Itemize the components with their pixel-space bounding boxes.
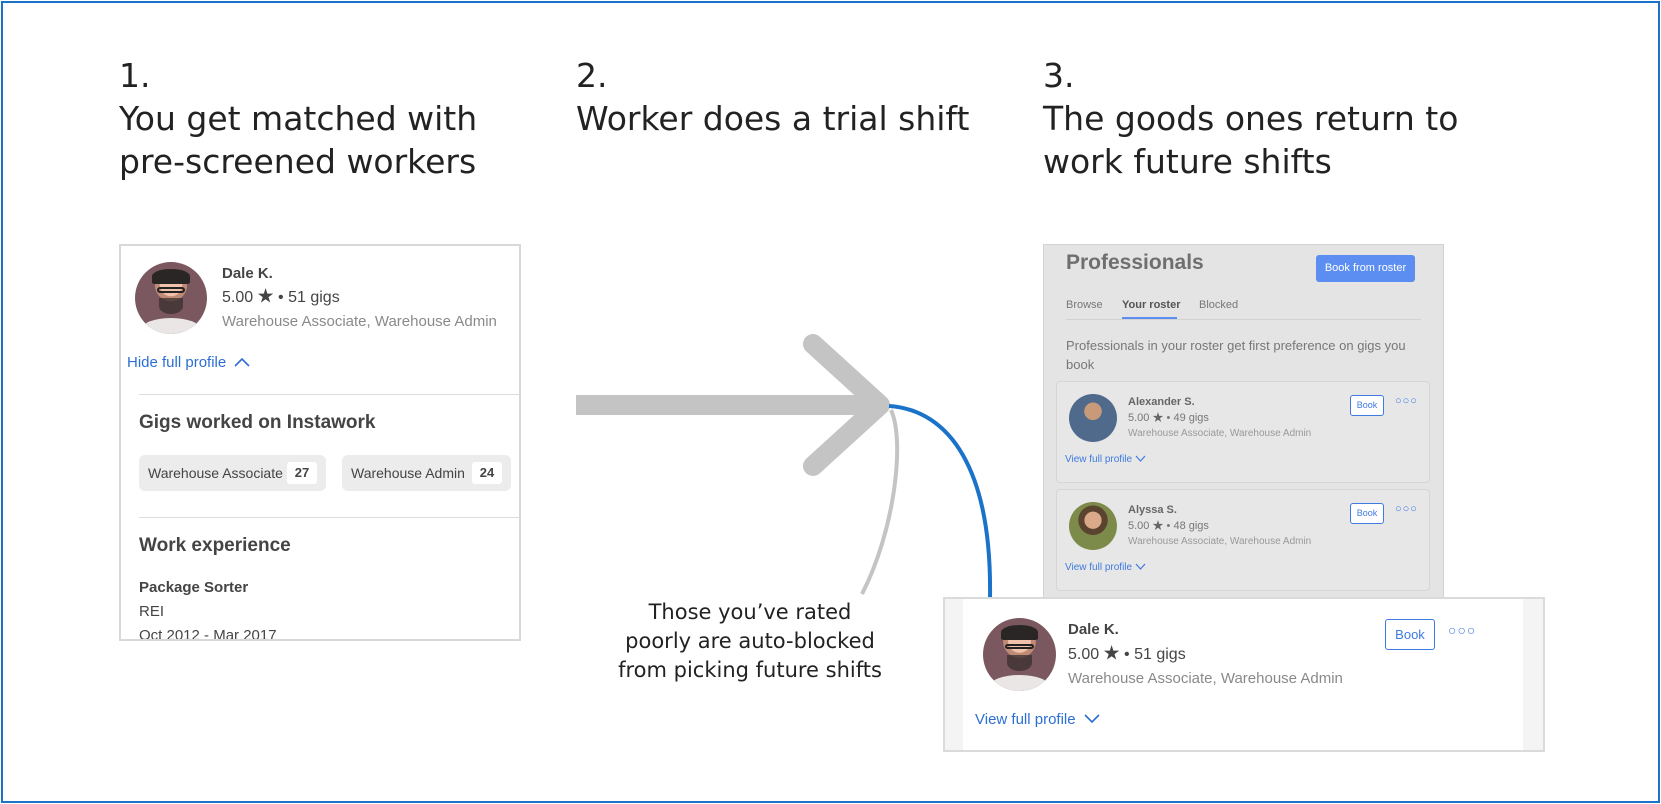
list-item: Alyssa S. 5.00 • 48 gigs Warehouse Assoc…	[1056, 489, 1430, 591]
list-item: Alexander S. 5.00 • 49 gigs Warehouse As…	[1056, 381, 1430, 483]
worker-roles: Warehouse Associate, Warehouse Admin	[222, 313, 497, 330]
gig-chip: Warehouse Admin 24	[342, 455, 511, 491]
gig-count: • 48 gigs	[1166, 520, 1209, 532]
gig-chip: Warehouse Associate 27	[139, 455, 326, 491]
hide-profile-link[interactable]: Hide full profile	[127, 354, 250, 371]
company-name: REI	[139, 603, 165, 620]
divider	[139, 394, 519, 395]
more-options-icon[interactable]: ○○○	[1395, 395, 1418, 407]
step-3-heading: 3. The goods ones return to work future …	[1043, 54, 1458, 183]
tab-blocked[interactable]: Blocked	[1199, 299, 1239, 311]
worker-profile-card: Dale K. 5.00 • 51 gigs Warehouse Associa…	[119, 244, 521, 641]
step-2-heading: 2. Worker does a trial shift	[576, 54, 969, 140]
page-title: Professionals	[1066, 251, 1204, 274]
view-profile-label: View full profile	[1065, 562, 1133, 573]
gig-chip-count: 27	[287, 462, 317, 484]
avatar	[135, 262, 207, 334]
rating-value: 5.00	[1128, 520, 1150, 532]
step-text: You get matched with	[119, 99, 478, 138]
star-icon	[1103, 645, 1120, 660]
step-text: Worker does a trial shift	[576, 99, 970, 138]
gig-count: • 49 gigs	[1166, 412, 1209, 424]
divider	[139, 517, 519, 518]
worker-name: Dale K.	[1068, 621, 1119, 638]
blocked-caption: Those you’ve rated poorly are auto-block…	[590, 598, 910, 685]
roster-description: Professionals in your roster get first p…	[1066, 338, 1406, 353]
roster-description-cont: book	[1066, 357, 1095, 372]
professionals-panel: Professionals Book from roster Browse Yo…	[1043, 244, 1444, 598]
worker-roles: Warehouse Associate, Warehouse Admin	[1068, 670, 1343, 687]
step-text: pre-screened workers	[119, 142, 477, 181]
book-button[interactable]: Book	[1350, 395, 1384, 416]
job-title: Package Sorter	[139, 579, 249, 596]
avatar	[1069, 502, 1117, 550]
caption-line: poorly are auto-blocked	[625, 629, 875, 653]
star-icon	[1152, 520, 1164, 531]
gigs-heading: Gigs worked on Instawork	[139, 412, 376, 433]
gig-chip-label: Warehouse Associate	[148, 465, 283, 481]
gig-chip-count: 24	[472, 462, 502, 484]
tab-browse[interactable]: Browse	[1066, 299, 1103, 311]
rating-value: 5.00	[222, 289, 254, 306]
star-icon	[257, 288, 274, 303]
tabs-divider	[1066, 319, 1421, 320]
step-text: work future shifts	[1043, 142, 1332, 181]
worker-rating: 5.00 • 51 gigs	[1068, 645, 1186, 664]
returning-worker-card: Dale K. 5.00 • 51 gigs Warehouse Associa…	[943, 597, 1545, 752]
more-options-icon[interactable]: ○○○	[1448, 622, 1477, 638]
worker-rating: 5.00 • 49 gigs	[1128, 412, 1209, 424]
view-profile-link[interactable]: View full profile	[975, 711, 1100, 728]
avatar	[983, 618, 1056, 691]
star-icon	[1152, 412, 1164, 423]
avatar	[1069, 394, 1117, 442]
gig-count: • 51 gigs	[278, 289, 340, 306]
chevron-down-icon	[1135, 455, 1146, 462]
step-number: 3.	[1043, 56, 1075, 95]
worker-rating: 5.00 • 48 gigs	[1128, 520, 1209, 532]
gig-chip-label: Warehouse Admin	[351, 465, 465, 481]
job-dates: Oct 2012 - Mar 2017	[139, 627, 277, 641]
rating-value: 5.00	[1128, 412, 1150, 424]
caption-line: Those you’ve rated	[648, 600, 852, 624]
worker-name: Alyssa S.	[1128, 504, 1177, 516]
step-number: 1.	[119, 56, 151, 95]
hide-profile-label: Hide full profile	[127, 354, 227, 371]
step-number: 2.	[576, 56, 608, 95]
chevron-down-icon	[1135, 563, 1146, 570]
rating-value: 5.00	[1068, 646, 1100, 663]
chevron-up-icon	[234, 357, 250, 367]
worker-name: Alexander S.	[1128, 396, 1195, 408]
worker-rating: 5.00 • 51 gigs	[222, 288, 340, 307]
view-profile-link[interactable]: View full profile	[1065, 562, 1146, 573]
caption-line: from picking future shifts	[618, 658, 882, 682]
tab-your-roster[interactable]: Your roster	[1122, 299, 1181, 311]
worker-roles: Warehouse Associate, Warehouse Admin	[1128, 536, 1312, 547]
book-from-roster-button[interactable]: Book from roster	[1316, 255, 1415, 282]
worker-roles: Warehouse Associate, Warehouse Admin	[1128, 428, 1312, 439]
book-button[interactable]: Book	[1350, 503, 1384, 524]
view-profile-link[interactable]: View full profile	[1065, 454, 1146, 465]
more-options-icon[interactable]: ○○○	[1395, 503, 1418, 515]
gig-count: • 51 gigs	[1124, 646, 1186, 663]
worker-name: Dale K.	[222, 265, 273, 282]
chevron-down-icon	[1084, 714, 1100, 724]
roster-list-item: Dale K. 5.00 • 51 gigs Warehouse Associa…	[963, 599, 1523, 750]
step-text: The goods ones return to	[1043, 99, 1459, 138]
step-1-heading: 1. You get matched with pre-screened wor…	[119, 54, 477, 183]
experience-heading: Work experience	[139, 535, 291, 556]
view-profile-label: View full profile	[1065, 454, 1133, 465]
book-button[interactable]: Book	[1385, 619, 1435, 650]
view-profile-label: View full profile	[975, 711, 1076, 728]
active-tab-indicator	[1122, 317, 1177, 319]
